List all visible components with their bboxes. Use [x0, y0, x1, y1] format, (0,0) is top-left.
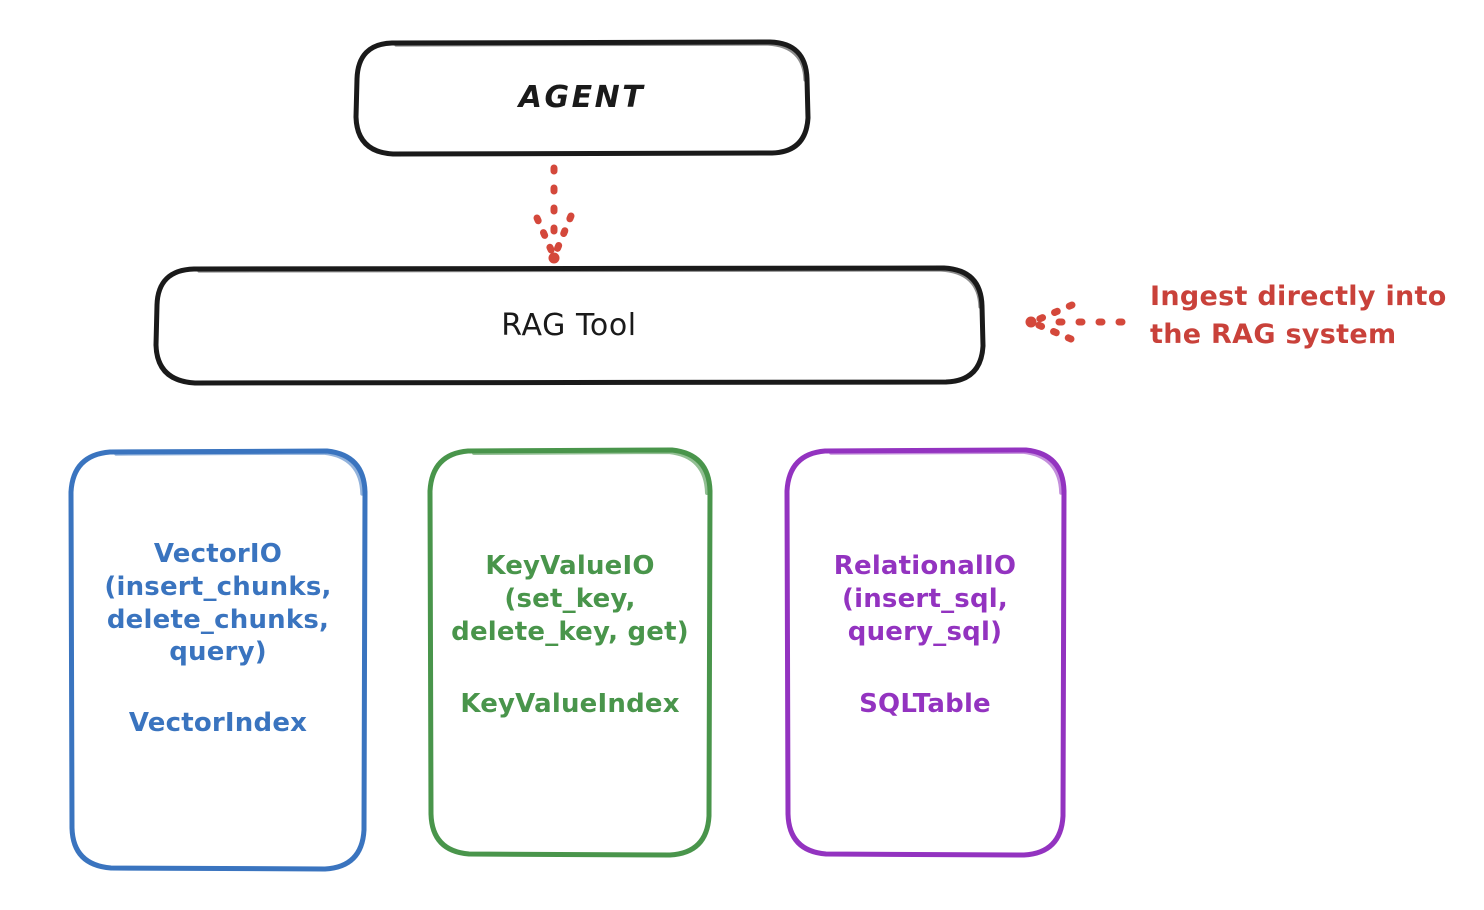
agent-node-label: AGENT — [518, 80, 646, 116]
agent-to-rag-tool-connector — [533, 164, 575, 264]
sql-table-label: SQLTable — [859, 689, 991, 720]
key-value-index-label: KeyValueIndex — [460, 689, 680, 720]
ingest-annotation-text: Ingest directly into the RAG system — [1150, 281, 1447, 351]
key-value-io-node: KeyValueIO (set_key, delete_key, get) Ke… — [430, 450, 710, 855]
relational-io-node: RelationalIO (insert_sql, query_sql) SQL… — [787, 450, 1063, 855]
key-value-io-api-label: KeyValueIO (set_key, delete_key, get) — [451, 551, 689, 647]
annotation-to-rag-tool-connector — [1025, 301, 1126, 343]
vector-io-api-label: VectorIO (insert_chunks, delete_chunks, … — [104, 539, 332, 668]
rag-tool-node-label: RAG Tool — [501, 307, 637, 343]
vector-index-label: VectorIndex — [128, 708, 308, 738]
relational-io-api-label: RelationalIO (insert_sql, query_sql) — [833, 551, 1017, 647]
vector-io-node: VectorIO (insert_chunks, delete_chunks, … — [72, 450, 364, 870]
